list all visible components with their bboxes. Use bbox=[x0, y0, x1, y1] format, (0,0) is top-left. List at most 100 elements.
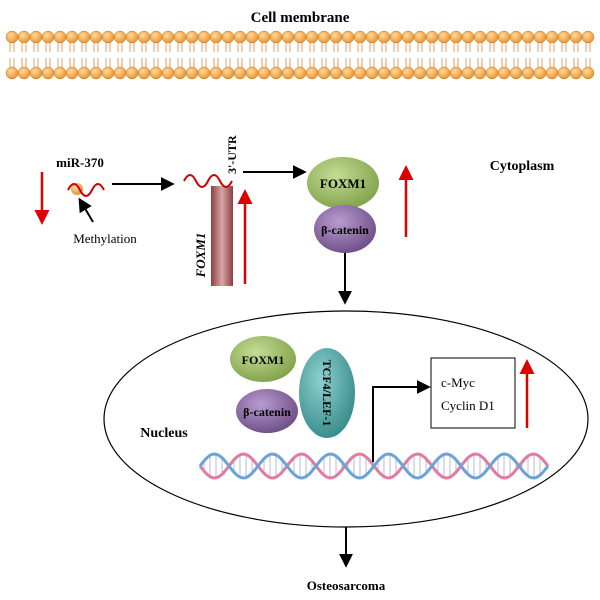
mirna-label: miR-370 bbox=[56, 155, 104, 170]
utr-label: 3'-UTR bbox=[225, 135, 239, 174]
lipid-head bbox=[341, 66, 355, 80]
lipid-head bbox=[305, 66, 319, 80]
lipid-head bbox=[293, 30, 307, 44]
lipid-head bbox=[161, 30, 175, 44]
lipid-head bbox=[77, 66, 91, 80]
lipid-head bbox=[269, 30, 283, 44]
lipid-head bbox=[137, 66, 151, 80]
lipid-head bbox=[17, 30, 31, 44]
nucleus-label: Nucleus bbox=[140, 426, 188, 441]
gene-label: FOXM1 bbox=[193, 233, 208, 279]
lipid-head bbox=[113, 30, 127, 44]
lipid-head bbox=[557, 30, 571, 44]
lipid-head bbox=[497, 30, 511, 44]
lipid-head bbox=[257, 66, 271, 80]
lipid-head bbox=[233, 66, 247, 80]
lipid-head bbox=[269, 66, 283, 80]
utr-strand bbox=[183, 174, 233, 188]
foxm1-protein-cytoplasm bbox=[307, 157, 379, 209]
foxm1-nucleus-label: FOXM1 bbox=[242, 353, 285, 367]
lipid-head bbox=[533, 66, 547, 80]
foxm1-protein-nucleus bbox=[230, 336, 296, 382]
target-gene-cmyc: c-Myc bbox=[441, 375, 475, 390]
lipid-head bbox=[389, 66, 403, 80]
lipid-head bbox=[437, 66, 451, 80]
foxm1-protein-label: FOXM1 bbox=[320, 176, 366, 191]
dna-helix bbox=[198, 452, 550, 480]
lipid-head bbox=[113, 66, 127, 80]
lipid-head bbox=[365, 66, 379, 80]
lipid-head bbox=[209, 66, 223, 80]
lipid-head bbox=[437, 30, 451, 44]
lipid-head bbox=[293, 66, 307, 80]
lipid-head bbox=[305, 30, 319, 44]
lipid-head bbox=[581, 30, 595, 44]
lipid-head bbox=[281, 30, 295, 44]
lipid-head bbox=[497, 66, 511, 80]
lipid-head bbox=[5, 30, 19, 44]
lipid-head bbox=[329, 66, 343, 80]
beta-catenin-protein-cytoplasm bbox=[314, 205, 376, 253]
methylation-label: Methylation bbox=[73, 231, 137, 246]
lipid-head bbox=[89, 66, 103, 80]
mirna-strand bbox=[67, 183, 105, 197]
lipid-head bbox=[41, 66, 55, 80]
lipid-head bbox=[533, 30, 547, 44]
tcf4-lef1-label: TCF4/LEF-1 bbox=[320, 360, 334, 427]
lipid-head bbox=[545, 30, 559, 44]
lipid-head bbox=[413, 66, 427, 80]
beta-catenin-protein-label: β-catenin bbox=[321, 223, 369, 237]
beta-catenin-nucleus-label: β-catenin bbox=[243, 405, 291, 419]
lipid-head bbox=[125, 30, 139, 44]
lipid-head bbox=[17, 66, 31, 80]
lipid-head bbox=[485, 66, 499, 80]
lipid-head bbox=[509, 30, 523, 44]
lipid-head bbox=[377, 30, 391, 44]
lipid-head bbox=[245, 30, 259, 44]
lipid-head bbox=[353, 66, 367, 80]
lipid-head bbox=[245, 66, 259, 80]
lipid-head bbox=[41, 30, 55, 44]
lipid-head bbox=[5, 66, 19, 80]
lipid-head bbox=[197, 30, 211, 44]
lipid-head bbox=[317, 30, 331, 44]
lipid-head bbox=[389, 30, 403, 44]
membrane-title: Cell membrane bbox=[251, 10, 350, 26]
lipid-head bbox=[101, 66, 115, 80]
tcf4-lef1-factor bbox=[299, 348, 355, 438]
lipid-head bbox=[521, 30, 535, 44]
lipid-head bbox=[197, 66, 211, 80]
lipid-head bbox=[209, 30, 223, 44]
lipid-head bbox=[233, 30, 247, 44]
lipid-head bbox=[29, 30, 43, 44]
lipid-head bbox=[545, 66, 559, 80]
lipid-head bbox=[329, 30, 343, 44]
lipid-head bbox=[53, 30, 67, 44]
lipid-head bbox=[461, 66, 475, 80]
lipid-head bbox=[101, 30, 115, 44]
foxm1-gene-bar bbox=[211, 186, 233, 286]
lipid-head bbox=[221, 66, 235, 80]
lipid-head bbox=[65, 30, 79, 44]
lipid-head bbox=[473, 66, 487, 80]
target-gene-cyclin-d1: Cyclin D1 bbox=[441, 398, 495, 413]
lipid-head bbox=[569, 30, 583, 44]
lipid-head bbox=[29, 66, 43, 80]
lipid-head bbox=[149, 66, 163, 80]
lipid-head bbox=[401, 66, 415, 80]
lipid-head bbox=[173, 66, 187, 80]
lipid-head bbox=[341, 30, 355, 44]
lipid-head bbox=[257, 30, 271, 44]
lipid-head bbox=[149, 30, 163, 44]
lipid-head bbox=[425, 30, 439, 44]
lipid-head bbox=[473, 30, 487, 44]
lipid-head bbox=[77, 30, 91, 44]
lipid-head bbox=[425, 66, 439, 80]
lipid-head bbox=[353, 30, 367, 44]
lipid-head bbox=[461, 30, 475, 44]
lipid-head bbox=[377, 66, 391, 80]
lipid-head bbox=[65, 66, 79, 80]
lipid-head bbox=[53, 66, 67, 80]
lipid-head bbox=[89, 30, 103, 44]
